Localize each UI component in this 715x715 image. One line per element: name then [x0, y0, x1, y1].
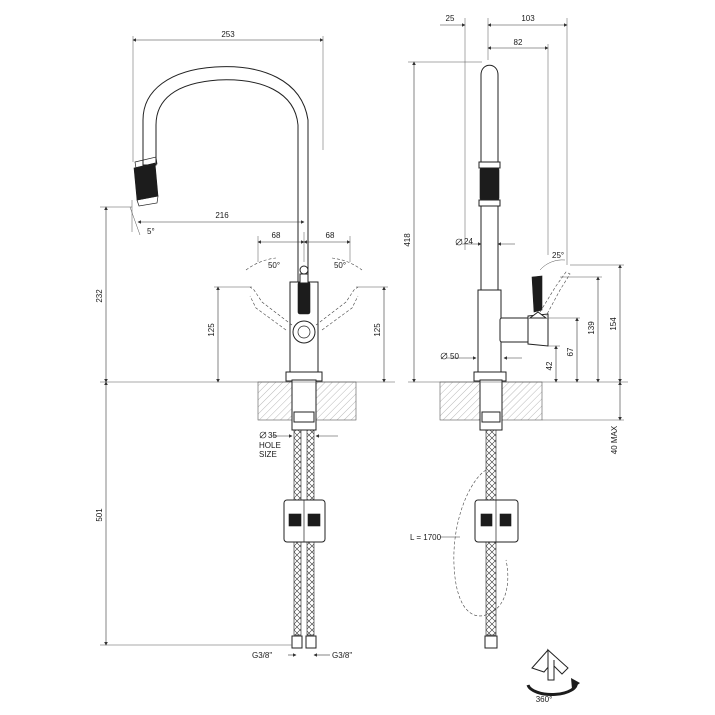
front-lever — [297, 281, 311, 315]
side-body — [477, 289, 502, 375]
hole-label-2: SIZE — [259, 450, 277, 459]
dim-spout-width: 82 — [514, 38, 523, 47]
dim-spout-reach: 253 — [221, 30, 235, 39]
side-handle-block — [499, 317, 531, 343]
dim-right-handle-angle: 50° — [334, 261, 346, 270]
dim-left-connection: G3/8" — [252, 651, 272, 660]
dim-handle-height-3: 139 — [587, 321, 596, 335]
dim-base-offset: 25 — [446, 14, 455, 23]
dim-left-handle-angle: 50° — [268, 261, 280, 270]
front-spout-head — [133, 162, 159, 201]
rotation-label: 360° — [536, 695, 553, 704]
dim-outlet-angle: 5° — [147, 227, 155, 236]
dim-height: 232 — [95, 289, 104, 303]
front-weight — [283, 499, 326, 543]
dim-right-handle-height: 125 — [373, 323, 382, 337]
dim-spout-diameter: 24 — [464, 237, 473, 246]
side-view: 25 103 82 418 24 50 25° 42 67 1 — [403, 14, 628, 649]
dim-left-handle-height: 125 — [207, 323, 216, 337]
dim-base-diameter: 50 — [450, 352, 459, 361]
front-spout — [142, 66, 309, 283]
dim-handle-angle: 25° — [552, 251, 564, 260]
dim-handle-height-4: 154 — [609, 317, 618, 331]
side-weight — [474, 499, 519, 543]
dim-outlet-offset: 216 — [215, 211, 229, 220]
dim-shank-length: 501 — [95, 508, 104, 522]
side-lever — [531, 275, 543, 313]
dim-total-height: 418 — [403, 233, 412, 247]
front-view: 253 216 5° 68 68 50° 50° 232 125 125 — [95, 30, 395, 660]
rotation-icon: 360° — [526, 648, 580, 704]
dim-hose-length: L = 1700 — [410, 533, 442, 542]
dim-right-connection: G3/8" — [332, 651, 352, 660]
dim-max-deck: 40 MAX — [610, 425, 619, 454]
dim-handle-height-1: 42 — [545, 361, 554, 370]
diameter-icon — [259, 431, 267, 439]
dim-body-width: 103 — [521, 14, 535, 23]
hole-label-1: HOLE — [259, 441, 281, 450]
front-lever-hub — [292, 320, 316, 344]
dim-left-handle-offset: 68 — [272, 231, 281, 240]
dim-handle-height-2: 67 — [566, 347, 575, 356]
side-spout-grip — [479, 167, 500, 201]
dim-hole-size: 35 — [268, 431, 277, 440]
dim-right-handle-offset: 68 — [326, 231, 335, 240]
